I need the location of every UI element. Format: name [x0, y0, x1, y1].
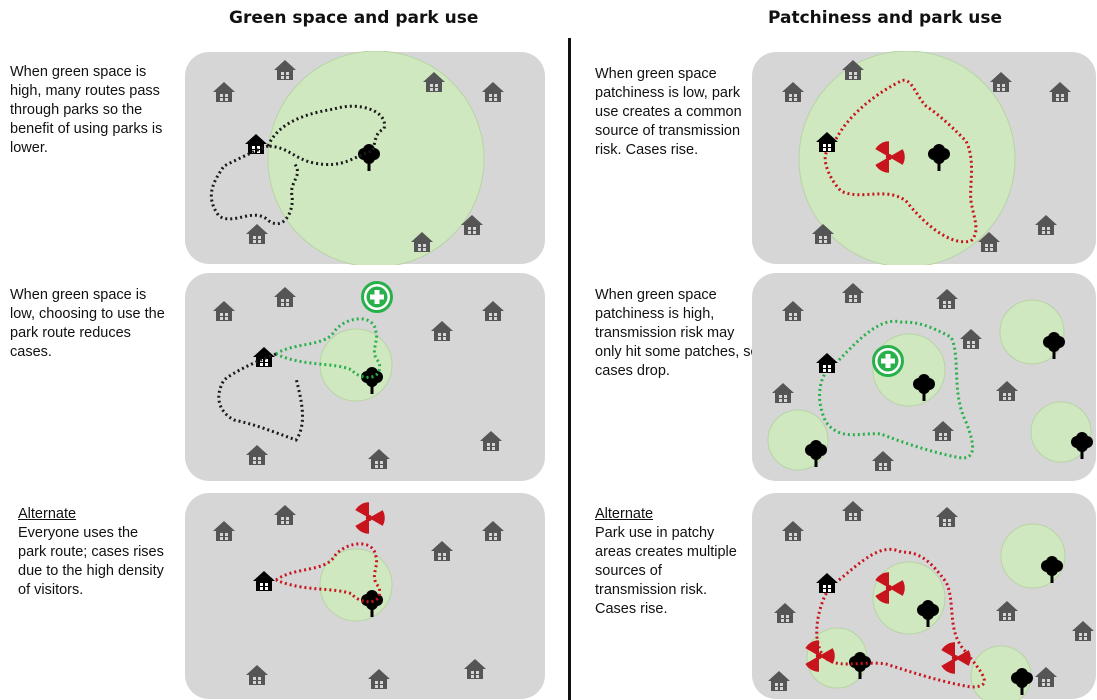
left-row3-heading: Alternate: [18, 506, 77, 522]
park-area: [999, 299, 1065, 365]
park-area: [319, 548, 393, 622]
left-panel-alternate: [184, 492, 546, 700]
right-row3-heading: Alternate: [595, 506, 654, 522]
right-panel-high-patchiness: [751, 272, 1097, 482]
route-park: [823, 78, 978, 244]
route-park: [275, 542, 382, 604]
left-panel-low-green-space: [184, 272, 546, 482]
right-panel-alternate: [751, 492, 1097, 700]
right-panel-low-patchiness: [751, 51, 1097, 265]
route-alt: [209, 144, 299, 225]
park-area: [1000, 523, 1066, 589]
route-park: [275, 317, 382, 379]
plus-icon: [872, 345, 904, 377]
left-row3-text: Alternate Everyone uses the park route; …: [18, 505, 168, 600]
route-park: [818, 319, 975, 460]
left-column-title: Green space and park use: [229, 8, 479, 28]
right-row2-text: When green space patchiness is high, tra…: [595, 287, 759, 379]
right-row1-text: When green space patchiness is low, park…: [595, 66, 742, 158]
park-area: [798, 51, 1016, 265]
left-row2-text: When green space is low, choosing to use…: [10, 287, 165, 360]
route-alt: [217, 352, 304, 442]
column-divider: [568, 38, 571, 700]
left-panel-high-green-space: [184, 51, 546, 265]
plus-icon: [361, 281, 393, 313]
right-row3-text: Alternate Park use in patchy areas creat…: [595, 505, 745, 619]
route-park: [815, 547, 986, 689]
park-area: [767, 409, 829, 471]
right-column-title: Patchiness and park use: [768, 8, 1003, 28]
left-row1-text: When green space is high, many routes pa…: [10, 64, 163, 156]
